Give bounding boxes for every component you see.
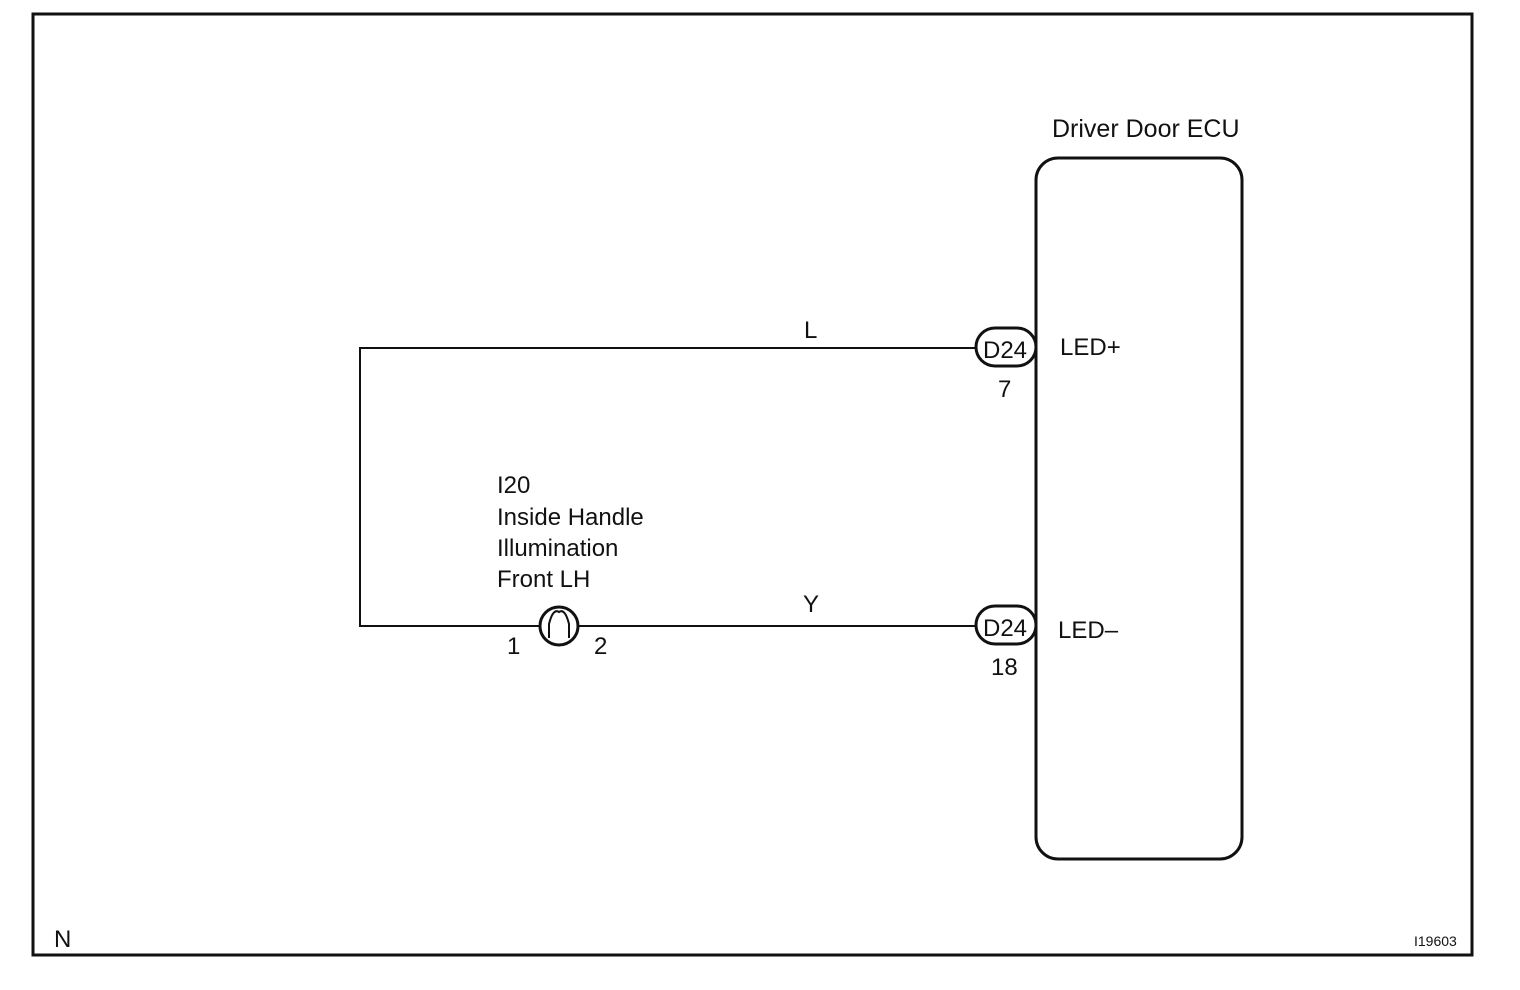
connector-d24-pin-18: D24 18: [974, 604, 1038, 681]
figure-id: I19603: [1414, 933, 1457, 949]
component-name-line2: Illumination: [497, 535, 618, 562]
bulb-icon: [538, 605, 580, 647]
connector-d24-pin-7: D24 7: [974, 326, 1038, 403]
component-code: I20: [497, 472, 530, 499]
connector-d24-bottom-pin: 18: [991, 654, 1018, 681]
wire-y-color-label: Y: [803, 591, 819, 618]
component-pin-left: 1: [507, 633, 520, 660]
component-name-line3: Front LH: [497, 566, 590, 593]
component-name-line1: Inside Handle: [497, 504, 644, 531]
wire-l: [359, 347, 976, 627]
ecu-title: Driver Door ECU: [1052, 115, 1240, 143]
ecu-pin-led-plus-label: LED+: [1060, 334, 1121, 361]
corner-label: N: [54, 926, 71, 953]
wire-l-color-label: L: [804, 317, 817, 344]
connector-d24-bottom-id: D24: [983, 615, 1027, 642]
driver-door-ecu-box: [1034, 156, 1244, 861]
connector-d24-bottom-outline: [974, 604, 1038, 646]
ecu-pin-led-minus-label: LED–: [1058, 617, 1119, 644]
component-pin-right: 2: [594, 633, 607, 660]
connector-d24-top-pin: 7: [998, 376, 1011, 403]
diagram-frame: [31, 12, 1474, 957]
connector-d24-top-outline: [974, 326, 1038, 368]
connector-d24-top-id: D24: [983, 337, 1027, 364]
